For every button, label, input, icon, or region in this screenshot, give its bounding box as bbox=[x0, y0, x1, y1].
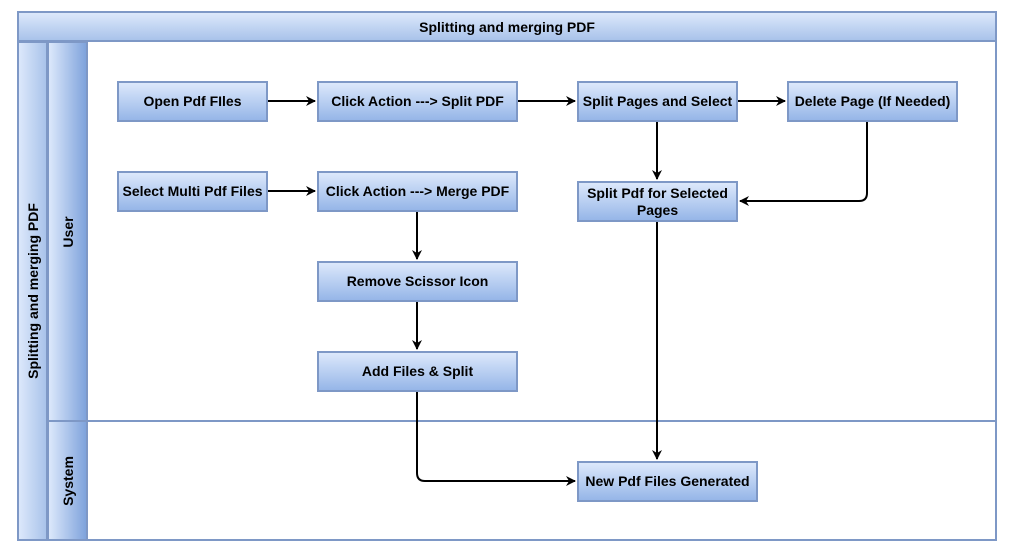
pool-title-bar: Splitting and merging PDF bbox=[17, 11, 997, 42]
node-label: Click Action ---> Split PDF bbox=[331, 93, 504, 109]
node-label: Remove Scissor Icon bbox=[346, 273, 489, 289]
node-label: Split Pdf for Selected Pages bbox=[587, 184, 728, 218]
node-label: Delete Page (If Needed) bbox=[794, 93, 951, 109]
node-split-pdf-selected-pages[interactable]: Split Pdf for Selected Pages bbox=[577, 181, 738, 222]
node-label: Split Pages and Select bbox=[582, 93, 733, 109]
node-select-multi-pdf[interactable]: Select Multi Pdf Files bbox=[117, 171, 268, 212]
node-label: Add Files & Split bbox=[361, 363, 474, 379]
edge-delete-to-split-selected bbox=[739, 122, 868, 206]
pool-title: Splitting and merging PDF bbox=[419, 18, 595, 35]
edge-add-files-to-generated bbox=[416, 392, 576, 486]
node-label: Open Pdf FIles bbox=[143, 93, 242, 109]
node-add-files-split[interactable]: Add Files & Split bbox=[317, 351, 518, 392]
node-open-pdf-files[interactable]: Open Pdf FIles bbox=[117, 81, 268, 122]
lane-system-header: System bbox=[47, 420, 88, 541]
lane-divider bbox=[87, 420, 997, 422]
lane-user-header: User bbox=[47, 41, 88, 422]
node-click-action-merge[interactable]: Click Action ---> Merge PDF bbox=[317, 171, 518, 212]
node-label: Click Action ---> Merge PDF bbox=[325, 183, 510, 199]
node-click-action-split[interactable]: Click Action ---> Split PDF bbox=[317, 81, 518, 122]
node-new-pdf-files-generated[interactable]: New Pdf Files Generated bbox=[577, 461, 758, 502]
node-delete-page[interactable]: Delete Page (If Needed) bbox=[787, 81, 958, 122]
node-split-pages-select[interactable]: Split Pages and Select bbox=[577, 81, 738, 122]
node-remove-scissor-icon[interactable]: Remove Scissor Icon bbox=[317, 261, 518, 302]
node-label: Select Multi Pdf Files bbox=[122, 183, 263, 199]
node-label: New Pdf Files Generated bbox=[585, 473, 750, 489]
